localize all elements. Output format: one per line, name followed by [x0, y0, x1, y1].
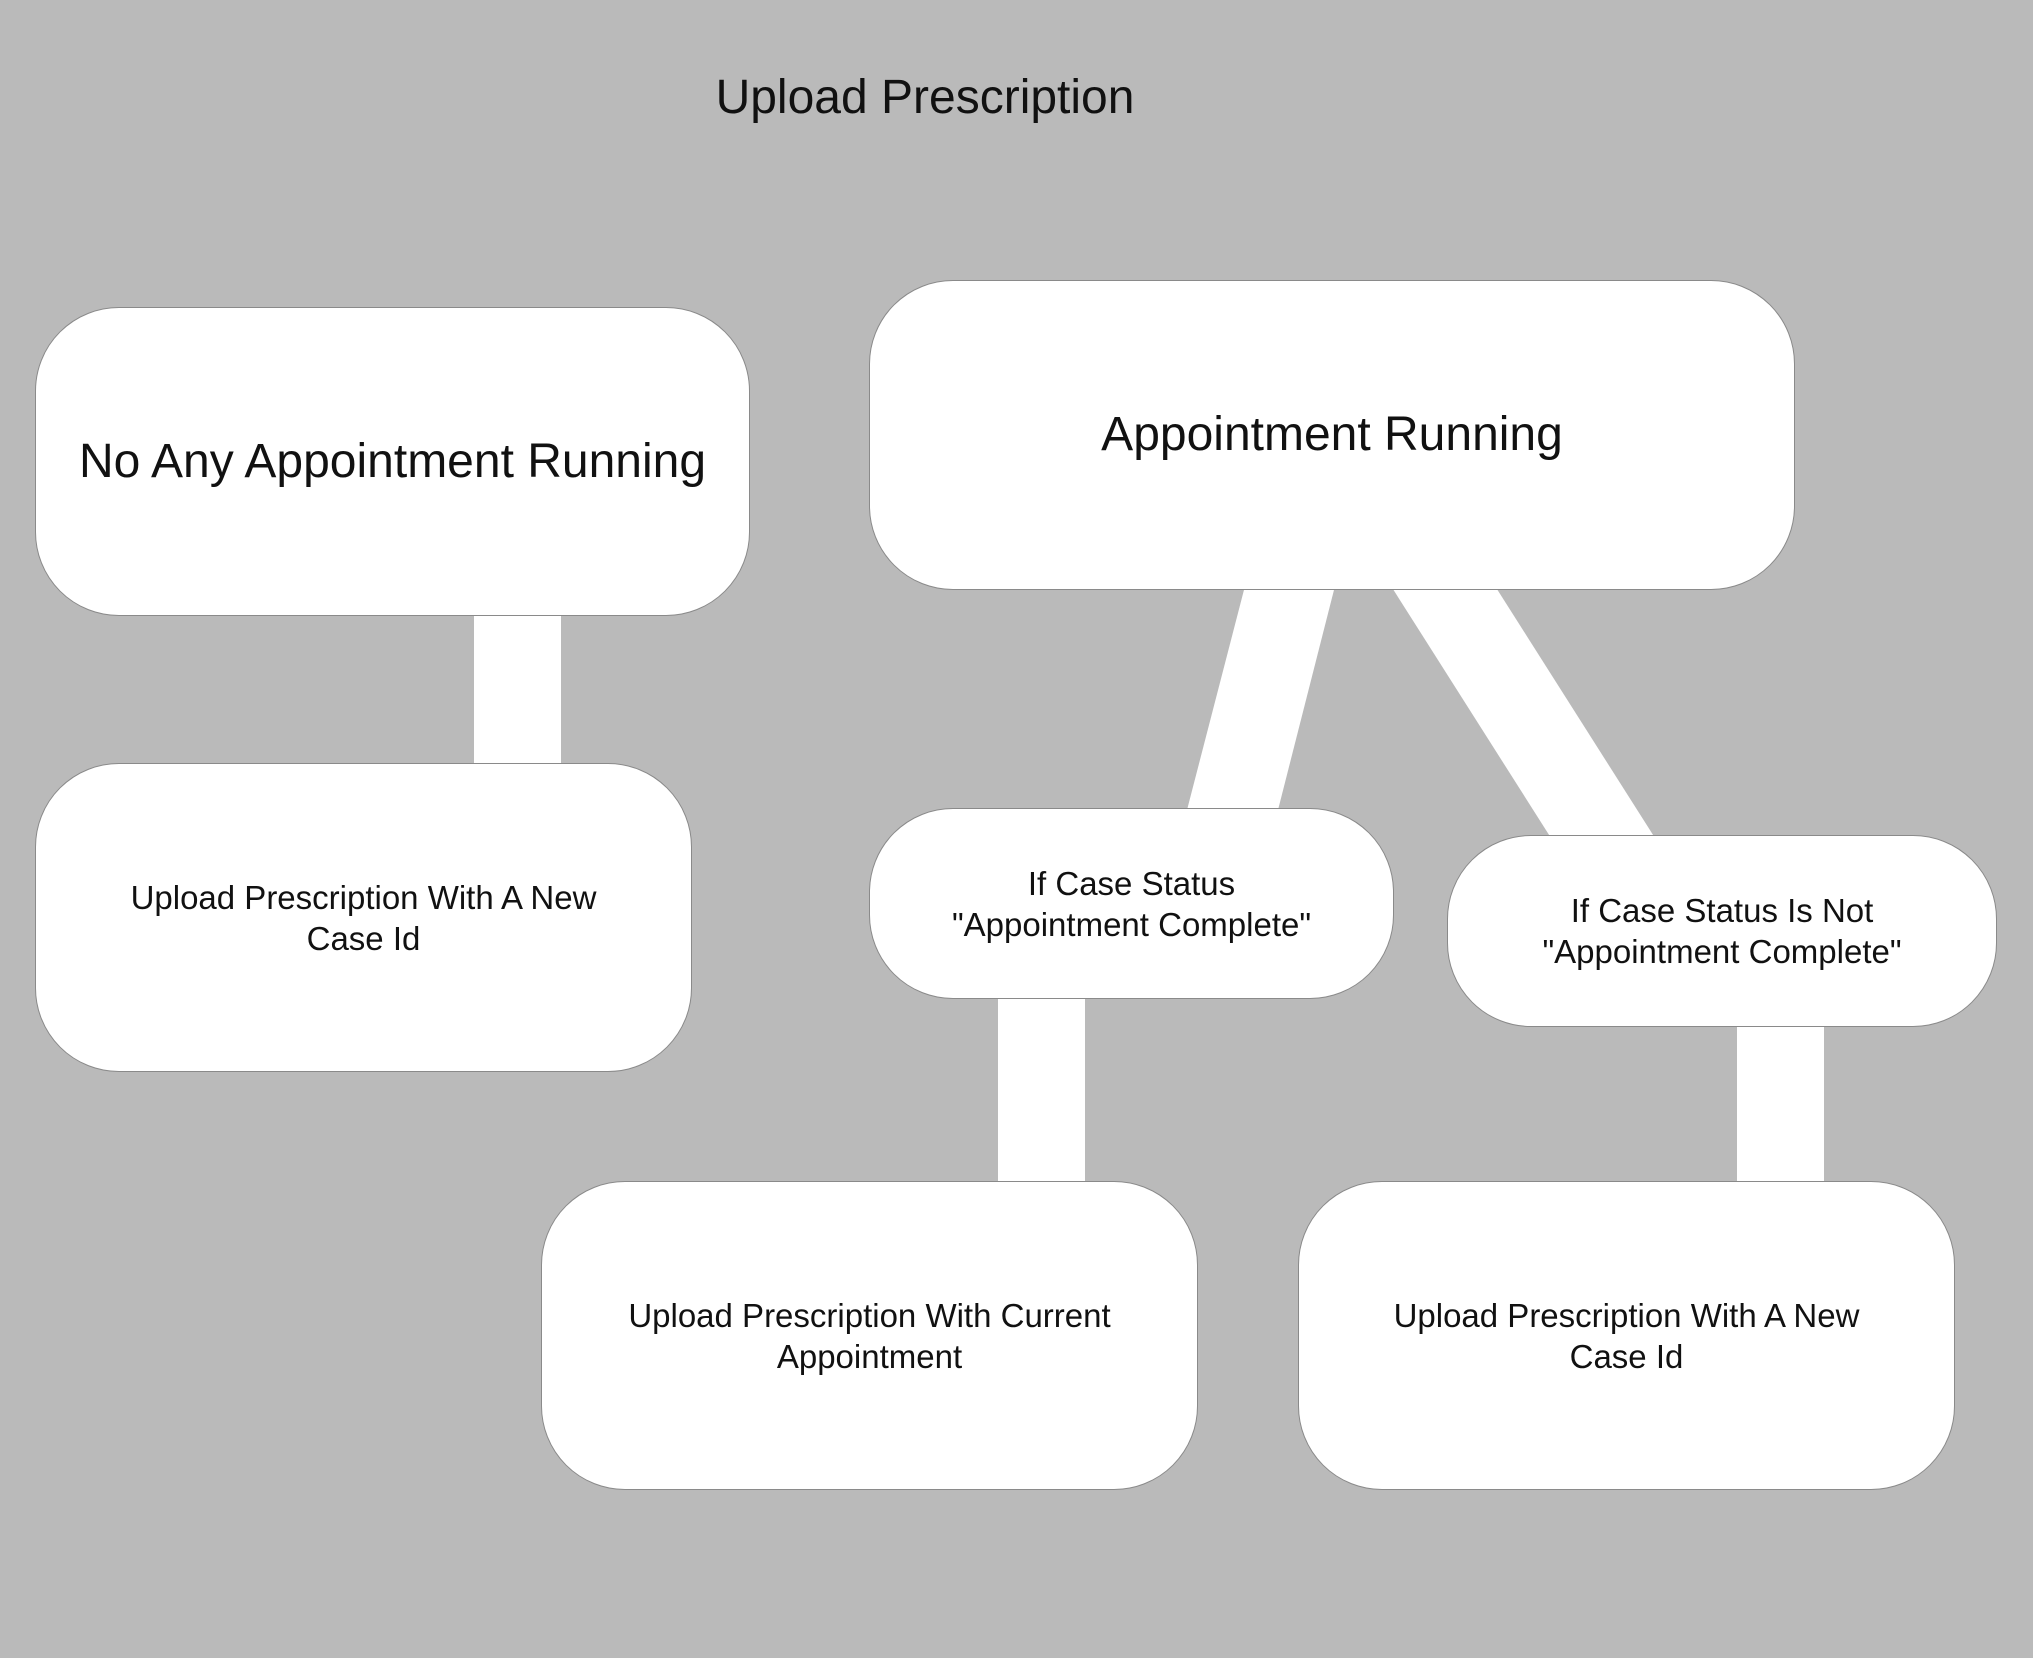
node-label: Upload Prescription With Current Appoint… — [628, 1296, 1111, 1375]
connector-running-to-if-not-complete — [1391, 586, 1655, 838]
node-upload-new-case-left: Upload Prescription With A New Case Id — [35, 763, 692, 1072]
node-label: If Case Status "Appointment Complete" — [951, 864, 1312, 943]
node-upload-new-case-right: Upload Prescription With A New Case Id — [1298, 1181, 1955, 1490]
node-label: No Any Appointment Running — [78, 434, 707, 488]
node-label: If Case Status Is Not "Appointment Compl… — [1542, 892, 1902, 970]
node-label: Upload Prescription With A New Case Id — [130, 878, 597, 957]
node-upload-current-appointment: Upload Prescription With Current Appoint… — [541, 1181, 1198, 1490]
node-no-appointment-running: No Any Appointment Running — [35, 307, 750, 616]
node-label: Appointment Running — [1101, 408, 1563, 461]
connector-running-to-if-complete — [1187, 586, 1335, 810]
connector-if-complete-to-current — [998, 996, 1085, 1184]
node-label: Upload Prescription With A New Case Id — [1393, 1296, 1860, 1375]
node-if-case-status-complete: If Case Status "Appointment Complete" — [869, 808, 1394, 999]
diagram-title: Upload Prescription — [715, 71, 1135, 124]
connector-no-appointment-to-new-case — [474, 612, 561, 768]
node-appointment-running: Appointment Running — [869, 280, 1795, 590]
node-if-case-status-not-complete: If Case Status Is Not "Appointment Compl… — [1447, 835, 1997, 1027]
connector-if-not-complete-to-new-case — [1737, 1024, 1824, 1184]
